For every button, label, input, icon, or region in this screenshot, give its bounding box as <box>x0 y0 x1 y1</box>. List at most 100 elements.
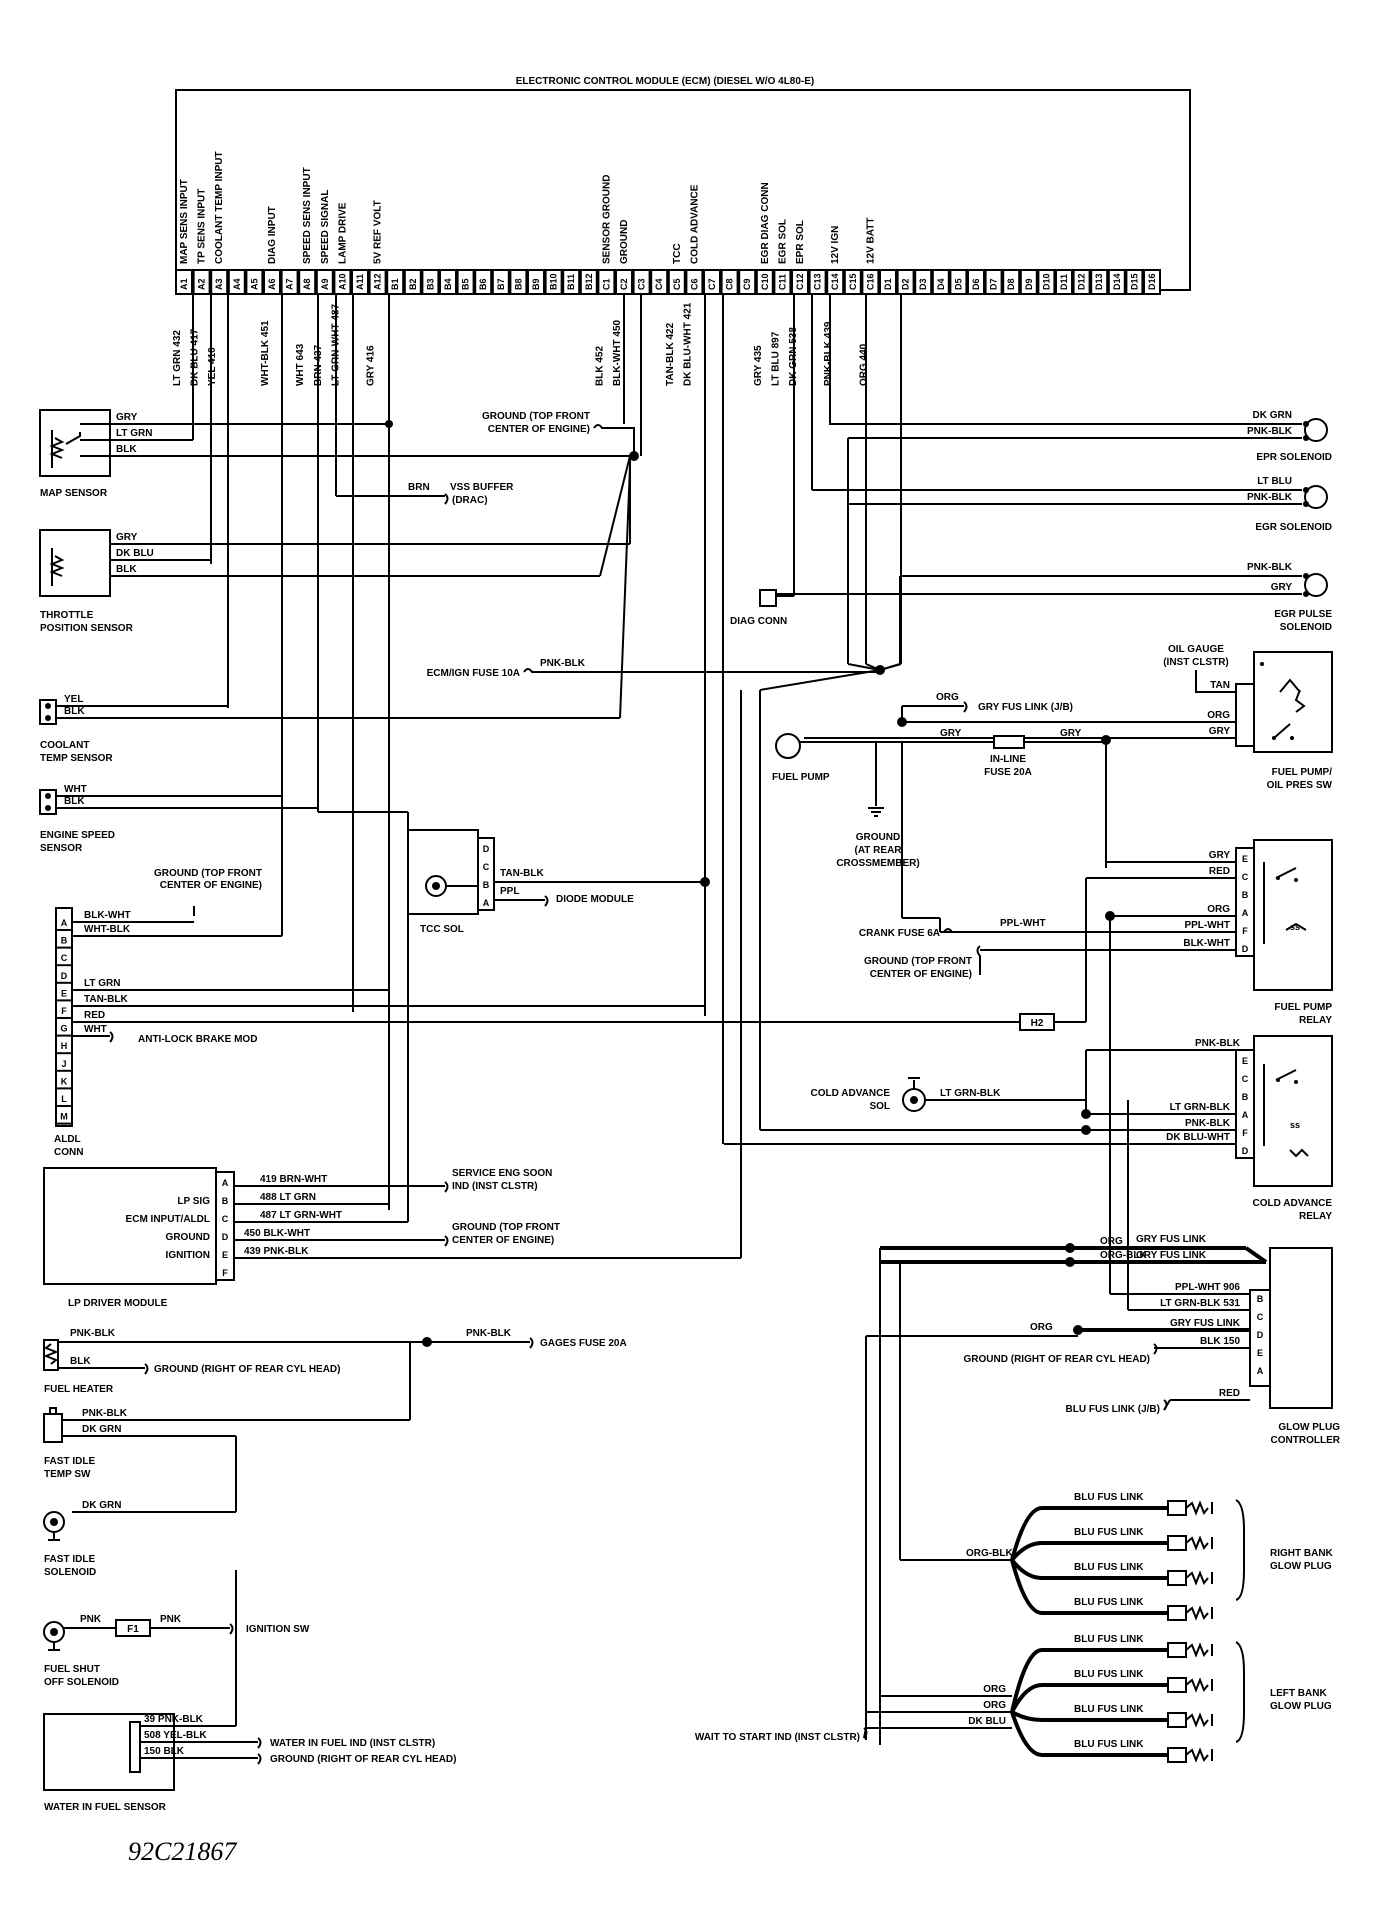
svg-text:PPL-WHT: PPL-WHT <box>1000 918 1046 929</box>
ecm-pin-function-label: DIAG INPUT <box>267 206 278 264</box>
aldl-pin-id: F <box>61 1006 67 1016</box>
gages-fuse-label: GAGES FUSE 20A <box>540 1338 627 1349</box>
svg-text:ss: ss <box>1290 1120 1300 1130</box>
aldl-pin-id: D <box>61 971 68 981</box>
splice <box>1065 1243 1075 1253</box>
svg-text:GRY FUS LINK: GRY FUS LINK <box>1170 1318 1241 1329</box>
ecm-wire-label: BLK 452 <box>594 346 605 386</box>
ecm-pin <box>597 269 616 295</box>
ecm-pin-id: A9 <box>320 278 330 290</box>
ecm-pin-id: C11 <box>777 274 787 290</box>
svg-text:GRY: GRY <box>116 532 138 543</box>
svg-text:B: B <box>1242 890 1249 900</box>
glow-plug <box>1167 1500 1187 1516</box>
fast-idle-temp-switch: PNK-BLK DK GRN FAST IDLE TEMP SW <box>43 1407 410 1513</box>
glow-plug-lead <box>1010 1559 1168 1615</box>
svg-text:WHT: WHT <box>64 784 87 795</box>
svg-text:D: D <box>1242 944 1249 954</box>
svg-text:GRY: GRY <box>1271 582 1293 593</box>
svg-text:ORG-BLK: ORG-BLK <box>1100 1250 1147 1261</box>
svg-text:E: E <box>1257 1348 1263 1358</box>
ecm-pin-function-label: 12V IGN <box>830 226 841 264</box>
crank-fuse: CRANK FUSE 6A PPL-WHT <box>859 918 1046 939</box>
svg-text:BLK-WHT: BLK-WHT <box>1183 938 1230 949</box>
ecm-wire-label: ORG 440 <box>858 343 869 386</box>
svg-text:GROUND (RIGHT OF REAR CYL HEAD: GROUND (RIGHT OF REAR CYL HEAD) <box>154 1364 340 1375</box>
ground-rear-crossmember: GROUND (AT REAR CROSSMEMBER) <box>836 742 920 869</box>
glow-plug-lead <box>1010 1683 1168 1713</box>
ecm-pin-function-label: TCC <box>672 243 683 264</box>
left-bank-wiring: ORG ORG DK BLU LEFT BANK GLOW PLUG <box>866 1641 1332 1743</box>
ecm-pin <box>967 269 985 295</box>
glow-plug-element <box>1185 1677 1209 1693</box>
fast-idle-sw-label-1: FAST IDLE <box>44 1456 95 1467</box>
svg-text:WATER IN FUEL IND (INST CLSTR): WATER IN FUEL IND (INST CLSTR) <box>270 1738 435 1749</box>
ecm-module: ELECTRONIC CONTROL MODULE (ECM) (DIESEL … <box>172 76 1191 386</box>
svg-text:ORG: ORG <box>1100 1236 1123 1247</box>
svg-text:A: A <box>1257 1366 1264 1376</box>
svg-text:(DRAC): (DRAC) <box>452 495 488 506</box>
svg-text:TAN: TAN <box>1210 680 1230 691</box>
svg-text:RED: RED <box>1219 1388 1240 1399</box>
glow-plug-controller: B C D E A ORG ORG-BLK GRY FUS LINK GRY F… <box>880 1234 1341 1446</box>
egr-pulse-label-1: EGR PULSE <box>1274 609 1332 620</box>
gry-fus-link: ORG GRY FUS LINK (J/B) <box>901 692 1073 722</box>
svg-text:PNK-BLK: PNK-BLK <box>466 1328 512 1339</box>
egr-pulse-solenoid: PNK-BLK GRY EGR PULSE SOLENOID <box>776 562 1332 633</box>
svg-text:RIGHT BANK: RIGHT BANK <box>1270 1548 1334 1559</box>
ecm-pin <box>315 269 334 295</box>
svg-text:BLK: BLK <box>70 1356 91 1367</box>
svg-text:508 YEL-BLK: 508 YEL-BLK <box>144 1730 207 1741</box>
ecm-pin <box>808 269 827 295</box>
svg-text:PNK-BLK: PNK-BLK <box>1247 562 1293 573</box>
ecm-pin-function-label: COOLANT TEMP INPUT <box>214 151 225 264</box>
svg-text:C: C <box>483 862 490 872</box>
blu-fus-link-label: BLU FUS LINK <box>1074 1704 1144 1715</box>
ecm-pin <box>527 269 545 295</box>
ecm-pin-id: D9 <box>1024 278 1034 290</box>
cold-adv-relay-label-2: RELAY <box>1299 1211 1332 1222</box>
fuel-pump-oil-pressure-switch: TAN ORG GRY FUEL PUMP/ OIL PRES SW <box>804 651 1333 791</box>
aldl-pin-id: L <box>61 1094 67 1104</box>
svg-text:C: C <box>1242 1074 1249 1084</box>
ecm-pin <box>544 269 563 295</box>
egr-solenoid: LT BLU PNK-BLK EGR SOLENOID <box>812 476 1332 533</box>
ecm-pin-id: D14 <box>1112 273 1122 290</box>
throttle-label-1: THROTTLE <box>40 610 94 621</box>
splice <box>700 877 710 887</box>
ecm-pin-function-label: SENSOR GROUND <box>601 175 612 264</box>
svg-text:PNK: PNK <box>160 1614 182 1625</box>
engine-speed-label-1: ENGINE SPEED <box>40 830 115 841</box>
svg-text:PPL-WHT 906: PPL-WHT 906 <box>1175 1282 1240 1293</box>
ecm-pin-id: D6 <box>971 278 981 290</box>
ecm-pin-id: B4 <box>443 278 453 290</box>
throttle-position-sensor: GRY DK BLU BLK THROTTLE POSITION SENSOR <box>39 455 631 634</box>
svg-text:LT GRN: LT GRN <box>116 428 152 439</box>
svg-text:PNK-BLK: PNK-BLK <box>1185 1118 1231 1129</box>
fast-idle-sol-label-2: SOLENOID <box>44 1567 96 1578</box>
ecm-pin <box>175 269 193 295</box>
aldl-pin-id: A <box>61 918 68 928</box>
svg-text:WHT-BLK: WHT-BLK <box>84 924 131 935</box>
coolant-label-2: TEMP SENSOR <box>40 753 113 764</box>
ecm-pin <box>227 269 246 295</box>
fuel-shutoff-label-1: FUEL SHUT <box>44 1664 100 1675</box>
svg-text:A: A <box>1242 1110 1249 1120</box>
svg-text:GRY: GRY <box>1209 726 1231 737</box>
ecm-pin-id: D11 <box>1059 274 1069 290</box>
svg-text:ORG: ORG <box>1207 904 1230 915</box>
glow-plug-lead <box>1011 1710 1168 1722</box>
epr-solenoid: DK GRN PNK-BLK EPR SOLENOID <box>830 410 1332 463</box>
svg-text:D: D <box>1257 1330 1264 1340</box>
svg-text:(AT REAR: (AT REAR <box>854 845 902 856</box>
ecm-pin-id: C3 <box>637 278 647 290</box>
blu-fus-link-label: BLU FUS LINK <box>1074 1527 1144 1538</box>
ecm-pin-id: B3 <box>425 278 435 290</box>
ecm-pin <box>245 269 264 295</box>
ecm-title: ELECTRONIC CONTROL MODULE (ECM) (DIESEL … <box>516 76 815 87</box>
ecm-pin-id: D5 <box>953 278 963 290</box>
ecm-pin-id: D13 <box>1094 273 1104 290</box>
ecm-pin <box>192 269 211 295</box>
svg-text:LT GRN-BLK 531: LT GRN-BLK 531 <box>1160 1298 1240 1309</box>
